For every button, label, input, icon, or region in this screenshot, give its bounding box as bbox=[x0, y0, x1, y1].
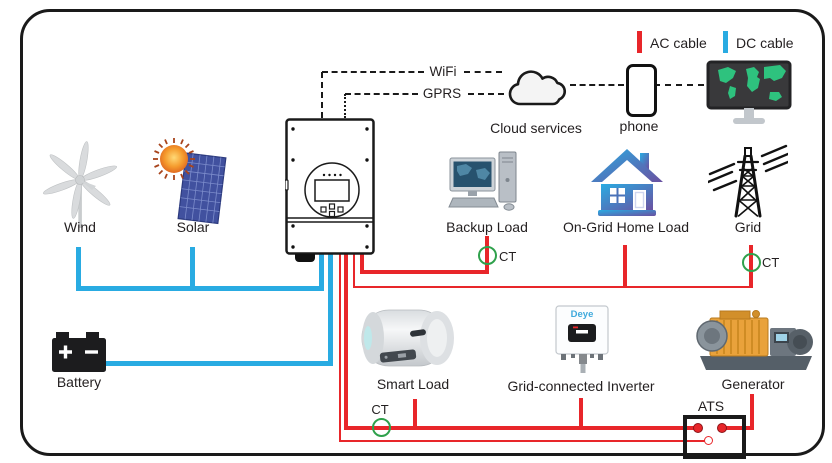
cloud-label: Cloud services bbox=[490, 120, 582, 136]
inverter-cable-gland bbox=[295, 254, 315, 262]
dc-wire-pv-bus bbox=[76, 286, 324, 291]
ac-wire-thin-bottom bbox=[339, 440, 710, 442]
ac-wire-grid-line bbox=[353, 286, 753, 288]
ct-sensor-backup bbox=[478, 246, 497, 265]
dc-wire-inverter-pv-riser bbox=[319, 253, 324, 291]
ac-wire-gci-drop bbox=[579, 398, 583, 430]
gprs-label: GPRS bbox=[422, 86, 462, 101]
ct-label-backup: CT bbox=[499, 249, 517, 264]
ac-wire-generator-drop bbox=[750, 394, 754, 430]
ac-wire-thin-riser bbox=[339, 253, 341, 442]
home-load-icon bbox=[591, 149, 663, 216]
solar-panel-icon bbox=[153, 138, 227, 225]
monitor-icon bbox=[706, 60, 792, 124]
ac-wire-bus-riser bbox=[344, 253, 348, 430]
phone-to-monitor-dash bbox=[654, 84, 704, 86]
smart-load-icon bbox=[361, 309, 454, 367]
smart-load-label: Smart Load bbox=[376, 376, 450, 392]
gci-label: Grid-connected Inverter bbox=[507, 378, 655, 394]
solar-label: Solar bbox=[176, 219, 210, 235]
ats-terminal-right bbox=[717, 423, 727, 433]
gprs-dash-vertical bbox=[344, 94, 346, 118]
backup-load-icon bbox=[448, 151, 517, 211]
gci-icon bbox=[555, 305, 609, 373]
dc-wire-solar-riser bbox=[190, 247, 195, 290]
ct-label-grid: CT bbox=[762, 255, 780, 270]
ac-legend-label: AC cable bbox=[650, 35, 707, 51]
generator-icon bbox=[696, 310, 813, 370]
diagram-border bbox=[20, 9, 825, 456]
ats-label: ATS bbox=[697, 398, 725, 414]
phone-icon bbox=[626, 64, 657, 117]
wifi-dash-vertical bbox=[321, 72, 323, 118]
ct-label-smartload: CT bbox=[371, 402, 389, 417]
ats-terminal-left bbox=[693, 423, 703, 433]
battery-label: Battery bbox=[56, 374, 102, 390]
grid-label: Grid bbox=[734, 219, 762, 235]
ac-wire-backup-riser bbox=[360, 253, 364, 274]
ac-wire-smartload-drop bbox=[413, 399, 417, 430]
ats-box bbox=[683, 415, 746, 459]
home-load-label: On-Grid Home Load bbox=[562, 219, 690, 235]
ac-wire-grid-riser bbox=[353, 253, 355, 288]
dc-wire-battery-line bbox=[103, 361, 333, 366]
generator-label: Generator bbox=[721, 376, 785, 392]
hybrid-inverter-icon bbox=[285, 118, 375, 255]
ac-wire-homeload-drop bbox=[623, 245, 627, 288]
wind-turbine-icon bbox=[43, 141, 117, 228]
ct-sensor-smartload bbox=[372, 418, 391, 437]
ac-wire-backup-line bbox=[360, 270, 489, 274]
gprs-dash-left bbox=[345, 93, 418, 95]
wifi-label: WiFi bbox=[429, 64, 457, 79]
wifi-dash-left bbox=[322, 71, 424, 73]
battery-icon bbox=[52, 332, 106, 372]
phone-label: phone bbox=[619, 118, 659, 134]
gci-brand-label: Deye bbox=[570, 309, 594, 320]
wind-label: Wind bbox=[64, 219, 96, 235]
dc-wire-inverter-battery-riser bbox=[328, 253, 333, 366]
dc-legend-swatch bbox=[723, 31, 728, 53]
backup-load-label: Backup Load bbox=[446, 219, 528, 235]
wifi-dash-right bbox=[464, 71, 502, 73]
ac-legend-swatch bbox=[637, 31, 642, 53]
dc-wire-wind-riser bbox=[76, 247, 81, 290]
cloud-icon bbox=[508, 70, 566, 106]
ct-sensor-grid bbox=[742, 253, 761, 272]
ac-wire-bottom-bus bbox=[344, 426, 699, 430]
ats-terminal-bottom bbox=[704, 436, 713, 445]
gprs-dash-right bbox=[468, 93, 504, 95]
grid-tower-icon bbox=[708, 144, 788, 218]
cloud-to-phone-dash bbox=[570, 84, 624, 86]
ac-wire-generator-to-ats bbox=[722, 426, 754, 430]
dc-legend-label: DC cable bbox=[736, 35, 794, 51]
